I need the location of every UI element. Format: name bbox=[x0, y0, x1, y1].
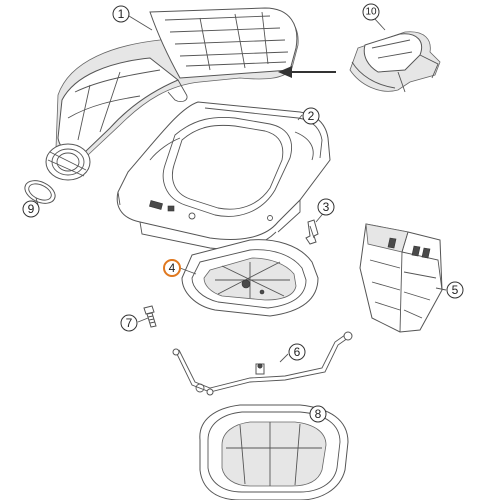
callout-1-label: 1 bbox=[118, 7, 125, 21]
callout-6: 6 bbox=[288, 343, 306, 361]
part-2-airbox-lid[interactable] bbox=[116, 101, 331, 250]
callout-4[interactable]: 4 bbox=[163, 259, 181, 277]
callout-3: 3 bbox=[317, 198, 335, 216]
callout-10-label: 10 bbox=[365, 7, 377, 18]
callout-8: 8 bbox=[309, 405, 327, 423]
part-9-oring[interactable] bbox=[21, 176, 58, 208]
callout-5-label: 5 bbox=[452, 283, 459, 297]
callout-1: 1 bbox=[112, 5, 130, 23]
callout-9-label: 9 bbox=[28, 202, 35, 216]
part-7-screw[interactable] bbox=[143, 305, 157, 328]
callout-2-label: 2 bbox=[308, 109, 315, 123]
callout-4-label: 4 bbox=[169, 261, 176, 275]
part-3-clip[interactable] bbox=[305, 219, 319, 245]
callout-5: 5 bbox=[446, 281, 464, 299]
callout-7: 7 bbox=[120, 314, 138, 332]
callout-6-label: 6 bbox=[294, 345, 301, 359]
direction-arrow bbox=[278, 66, 336, 78]
callout-7-label: 7 bbox=[126, 316, 133, 330]
part-6-wire-bracket[interactable] bbox=[172, 331, 353, 396]
callout-8-label: 8 bbox=[315, 407, 322, 421]
callout-2: 2 bbox=[302, 107, 320, 125]
callout-10: 10 bbox=[362, 3, 380, 21]
part-4-filter-frame[interactable] bbox=[181, 239, 319, 317]
callout-3-label: 3 bbox=[323, 200, 330, 214]
part-8-air-filter[interactable] bbox=[199, 404, 349, 500]
part-5-filter-cage[interactable] bbox=[359, 223, 443, 333]
part-1-intake-duct[interactable] bbox=[45, 7, 299, 181]
part-10-connector-duct[interactable] bbox=[349, 31, 441, 93]
callout-9: 9 bbox=[22, 200, 40, 218]
